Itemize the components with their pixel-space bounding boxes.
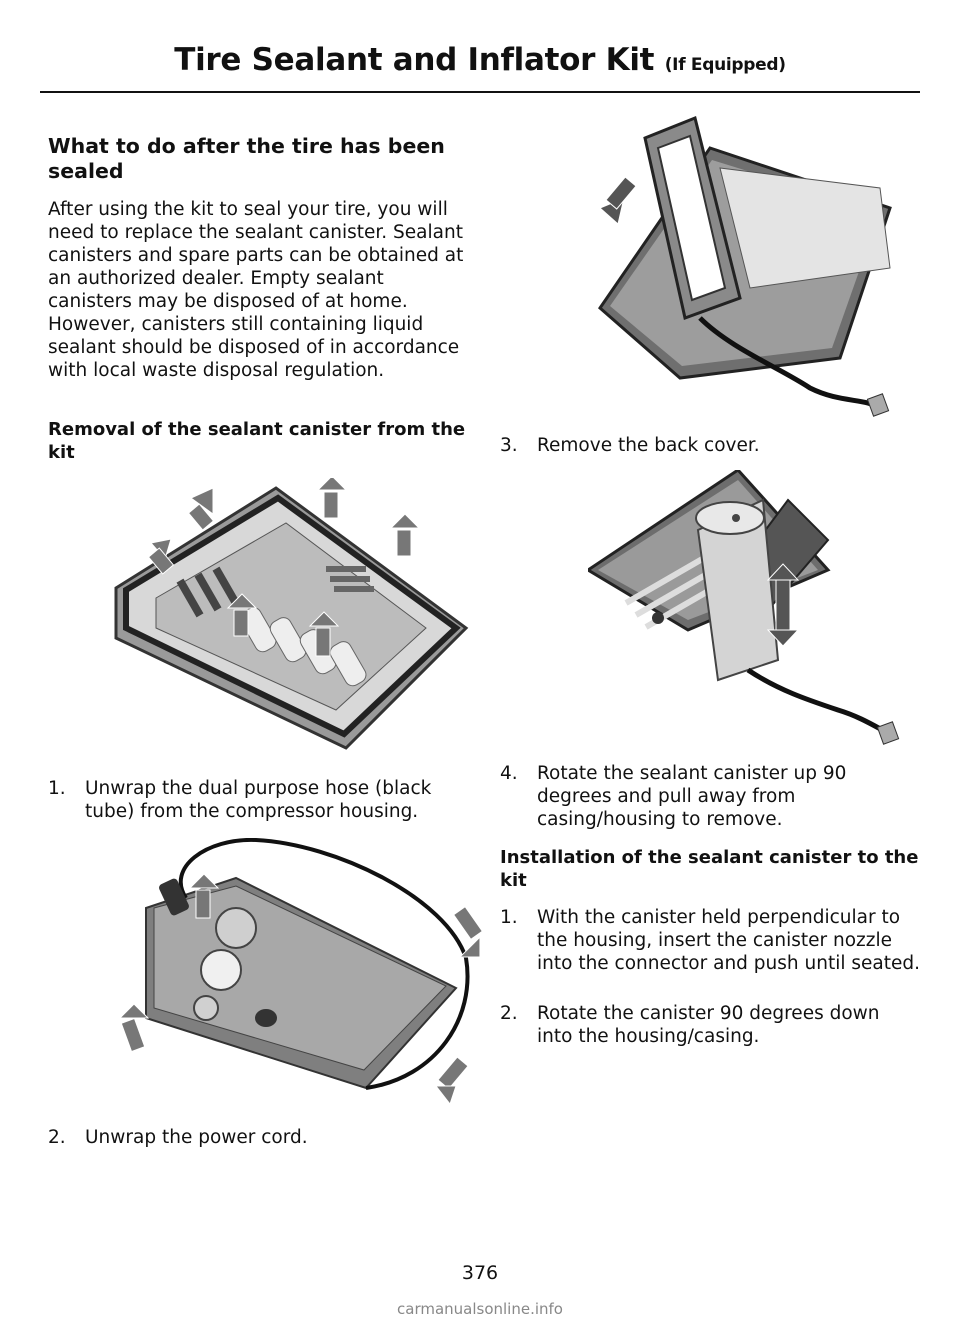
installation-subheading: Installation of the sealant canister to …	[500, 847, 919, 891]
header-rule	[40, 91, 920, 93]
removal-subheading: Removal of the sealant canister from the…	[48, 419, 466, 463]
page-header: Tire Sealant and Inflator Kit (If Equipp…	[40, 40, 920, 85]
section-heading: What to do after the tire has been seale…	[48, 134, 445, 183]
figure-power-cord	[118, 838, 484, 1106]
header-qualifier: (If Equipped)	[664, 55, 786, 75]
page-number: 376	[461, 1262, 499, 1284]
figure-back-cover-open	[114, 478, 469, 750]
header-title: Tire Sealant and Inflator Kit	[174, 42, 655, 78]
figure-remove-back-cover	[598, 115, 892, 417]
watermark: carmanualsonline.info	[397, 1300, 563, 1318]
figure-rotate-canister	[588, 470, 900, 745]
section-paragraph: After using the kit to seal your tire, y…	[48, 199, 464, 381]
